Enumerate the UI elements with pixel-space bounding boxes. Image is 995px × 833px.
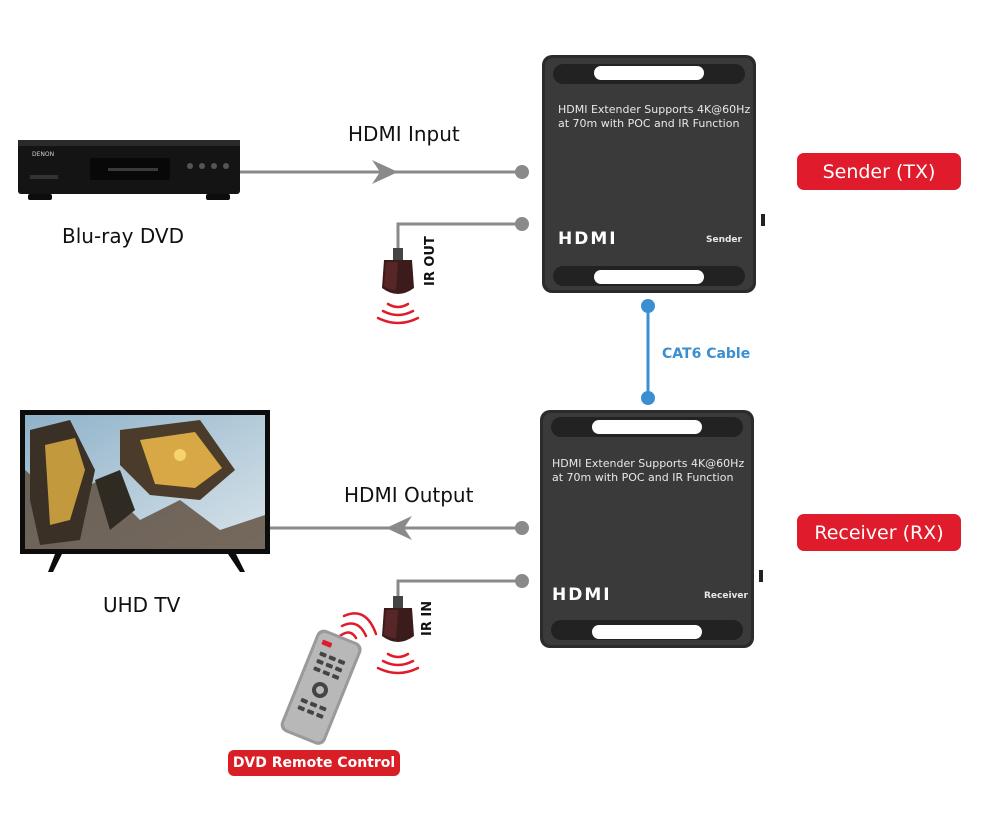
- arrow-right-icon: [372, 160, 398, 184]
- receiver-description: HDMI Extender Supports 4K@60Hz at 70m wi…: [552, 457, 744, 485]
- hdmi-input-connection: [240, 160, 529, 184]
- sender-hdmi-logo: HDMI: [558, 229, 618, 249]
- ir-out-signal-icon: [376, 302, 420, 325]
- receiver-description-line1: HDMI Extender Supports 4K@60Hz: [552, 457, 745, 470]
- sender-badge: Sender (TX): [797, 153, 961, 190]
- receiver-description-line2: at 70m with POC and IR Function: [552, 471, 734, 484]
- display-label: UHD TV: [103, 593, 181, 617]
- receiver-role-text: Receiver: [704, 591, 748, 601]
- receiver-hdmi-logo: HDMI: [552, 585, 612, 605]
- source-label: Blu-ray DVD: [62, 224, 184, 248]
- hdmi-output-connection: [270, 516, 529, 540]
- uhd-tv-icon: [20, 410, 270, 572]
- ir-out-label: IR OUT: [423, 236, 438, 286]
- remote-control-icon: [280, 629, 362, 745]
- receiver-badge: Receiver (RX): [797, 514, 961, 551]
- cat6-cable-label: CAT6 Cable: [662, 346, 751, 362]
- receiver-top-slot: [592, 420, 702, 434]
- remote-label: DVD Remote Control: [228, 750, 400, 776]
- arrow-left-icon: [386, 516, 412, 540]
- cat6-cable-connection: [641, 299, 655, 405]
- ir-in-label: IR IN: [420, 600, 435, 636]
- remote-signal-icon: [338, 612, 378, 640]
- hdmi-output-label: HDMI Output: [344, 483, 474, 507]
- sender-description: HDMI Extender Supports 4K@60Hz at 70m wi…: [558, 103, 750, 131]
- receiver-box: [540, 410, 763, 648]
- sender-role-text: Sender: [706, 235, 742, 245]
- ir-in-connection: [393, 574, 529, 608]
- sender-description-line1: HDMI Extender Supports 4K@60Hz: [558, 103, 751, 116]
- bluray-player-icon: [18, 140, 240, 200]
- sender-box: [542, 55, 765, 293]
- ir-in-signal-icon: [376, 652, 420, 675]
- player-brand: DENON: [32, 151, 55, 158]
- ir-out-connection: [393, 217, 529, 260]
- sender-top-slot: [594, 66, 704, 80]
- sender-description-line2: at 70m with POC and IR Function: [558, 117, 740, 130]
- receiver-bottom-slot: [592, 625, 702, 639]
- hdmi-input-label: HDMI Input: [348, 122, 460, 146]
- sender-bottom-slot: [594, 270, 704, 284]
- ir-receiver-icon: [382, 608, 414, 642]
- ir-emitter-icon: [382, 260, 414, 294]
